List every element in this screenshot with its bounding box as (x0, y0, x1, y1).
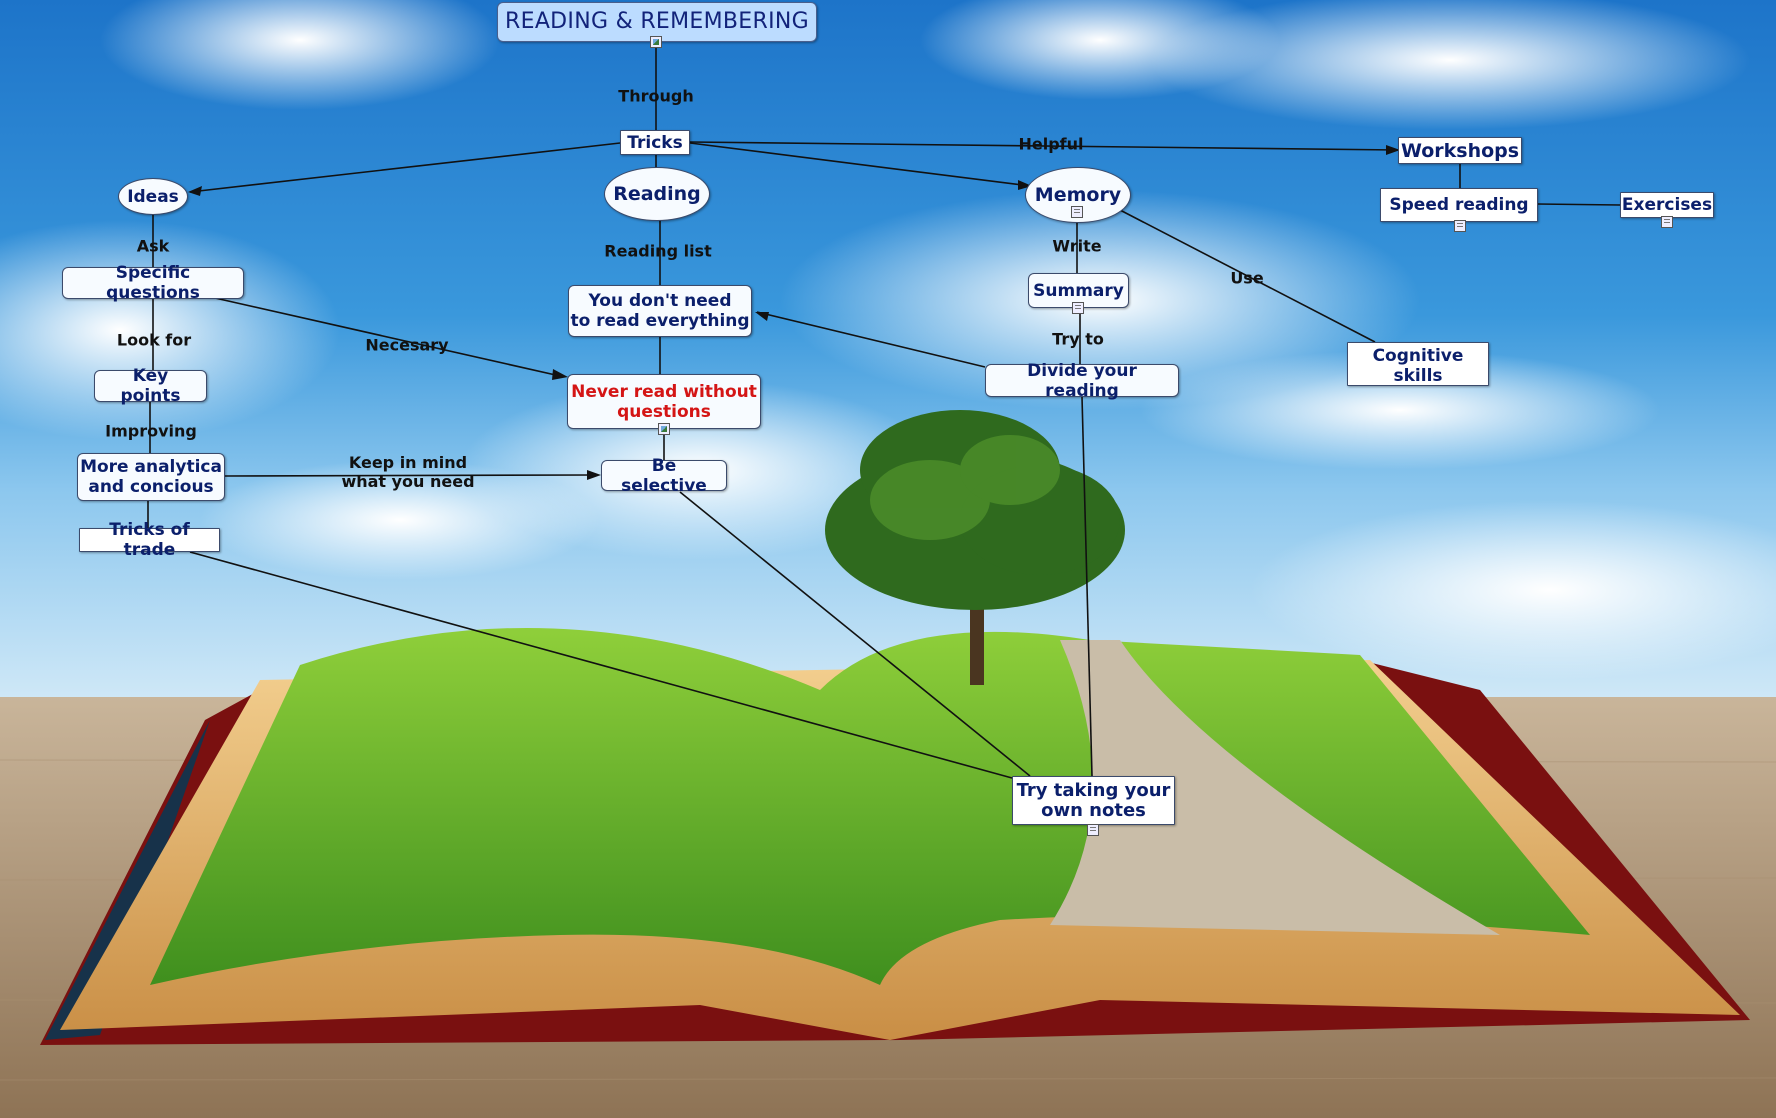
link-label-improving: Improving (105, 421, 197, 441)
link-label-ask: Ask (136, 236, 170, 256)
link-label-keep-in-mind: Keep in mind what you need (341, 453, 475, 491)
node-workshops[interactable]: Workshops (1398, 137, 1522, 164)
node-summary[interactable]: Summary (1028, 273, 1129, 308)
node-divide-reading[interactable]: Divide your reading (985, 361, 1179, 401)
node-key-points[interactable]: Key points (94, 366, 207, 406)
link-label-reading-list: Reading list (604, 241, 712, 261)
node-more-analytica[interactable]: More analytica and concious (77, 453, 225, 501)
note-icon-speed-reading[interactable] (1454, 220, 1466, 232)
node-exercises[interactable]: Exercises (1620, 192, 1714, 218)
node-speed-reading[interactable]: Speed reading (1380, 188, 1538, 222)
note-icon-summary[interactable] (1072, 302, 1084, 314)
image-attachment-icon-never-read[interactable] (658, 423, 670, 435)
link-label-through: Through (618, 86, 694, 106)
note-icon-exercises[interactable] (1661, 216, 1673, 228)
node-be-selective[interactable]: Be selective (601, 456, 727, 496)
node-ideas[interactable]: Ideas (118, 178, 188, 215)
node-cognitive-skills[interactable]: Cognitive skills (1347, 342, 1489, 386)
node-tricks-of-trade[interactable]: Tricks of trade (79, 520, 220, 560)
note-icon-memory[interactable] (1071, 206, 1083, 218)
link-label-helpful: Helpful (1018, 134, 1084, 154)
node-specific-questions[interactable]: Specific questions (62, 263, 244, 303)
node-reading[interactable]: Reading (604, 167, 710, 221)
link-label-look-for: Look for (116, 330, 192, 350)
link-label-write: Write (1052, 236, 1102, 256)
note-icon-try-notes[interactable] (1087, 824, 1099, 836)
node-never-read[interactable]: Never read without questions (567, 374, 761, 429)
image-attachment-icon[interactable] (650, 36, 662, 48)
link-label-necesary: Necesary (365, 335, 449, 355)
node-tricks[interactable]: Tricks (620, 130, 690, 155)
link-label-try-to: Try to (1052, 329, 1104, 349)
link-label-use: Use (1230, 268, 1264, 288)
node-try-taking-notes[interactable]: Try taking your own notes (1012, 776, 1175, 825)
node-you-dont-need[interactable]: You don't need to read everything (568, 285, 752, 337)
map-title[interactable]: READING & REMEMBERING (497, 2, 817, 42)
